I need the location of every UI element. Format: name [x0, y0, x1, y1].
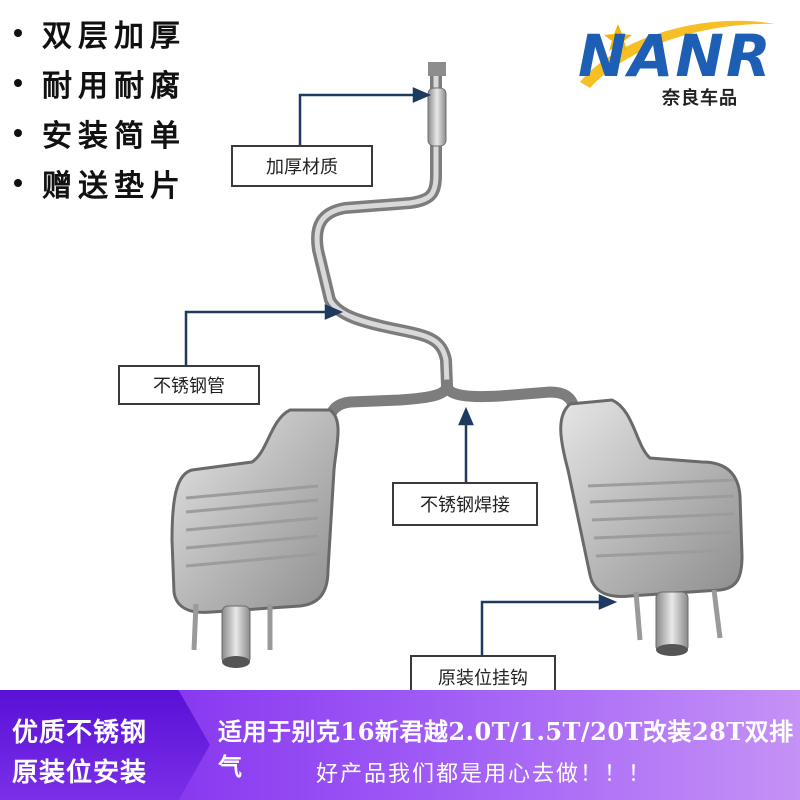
callout-pipe: 不锈钢管 [118, 365, 260, 405]
arrow-icon [324, 304, 344, 320]
arrow-icon [412, 87, 432, 103]
left-branch-pipe [324, 379, 453, 426]
arrow-icon [598, 594, 618, 610]
right-tailpipe [655, 591, 689, 653]
left-hook [191, 603, 199, 651]
bullet-icon [14, 79, 22, 87]
bullet-icon [14, 129, 22, 137]
banner-slogan: 好产品我们都是用心去做！！！ [316, 762, 653, 787]
feature-text: 安装简单 [42, 119, 186, 154]
exhaust-system-illustration [170, 62, 744, 668]
right-hook [711, 589, 723, 639]
bullet-icon [14, 29, 22, 37]
right-hook [633, 591, 643, 641]
callout-weld: 不锈钢焊接 [392, 482, 538, 526]
feature-list: 双层加厚 耐用耐腐 安装简单 赠送垫片 [8, 8, 238, 208]
left-muffler [170, 408, 340, 614]
resonator [427, 87, 447, 147]
flange [428, 62, 446, 76]
feature-item: 赠送垫片 [8, 158, 238, 208]
banner-left-line1: 优质不锈钢 [12, 718, 148, 748]
feature-text: 双层加厚 [42, 19, 186, 54]
left-tailpipe [221, 605, 251, 665]
bullet-icon [14, 179, 22, 187]
arrow-icon [458, 406, 474, 426]
feature-item: 双层加厚 [8, 8, 238, 58]
callout-material: 加厚材质 [231, 145, 373, 187]
brand-subtitle: 奈良车品 [662, 88, 738, 109]
feature-item: 耐用耐腐 [8, 58, 238, 108]
logo-swoosh-icon [580, 20, 775, 88]
brand-logo: NANR 奈良车品 [560, 4, 790, 116]
brand-name: NANR [578, 22, 773, 90]
leader-line-pipe [184, 310, 332, 365]
banner-left-tag: 优质不锈钢 原装位安装 [0, 690, 210, 800]
feature-text: 赠送垫片 [42, 169, 186, 204]
banner-left-line2: 原装位安装 [12, 758, 148, 788]
right-branch-pipe [441, 379, 580, 414]
banner-main-text: 适用于别克16新君越2.0T/1.5T/20T改装28T双排气 [218, 717, 794, 781]
leader-line-hook [480, 600, 604, 655]
feature-item: 安装简单 [8, 108, 238, 158]
feature-text: 耐用耐腐 [42, 69, 186, 104]
leader-line-material [298, 93, 420, 145]
